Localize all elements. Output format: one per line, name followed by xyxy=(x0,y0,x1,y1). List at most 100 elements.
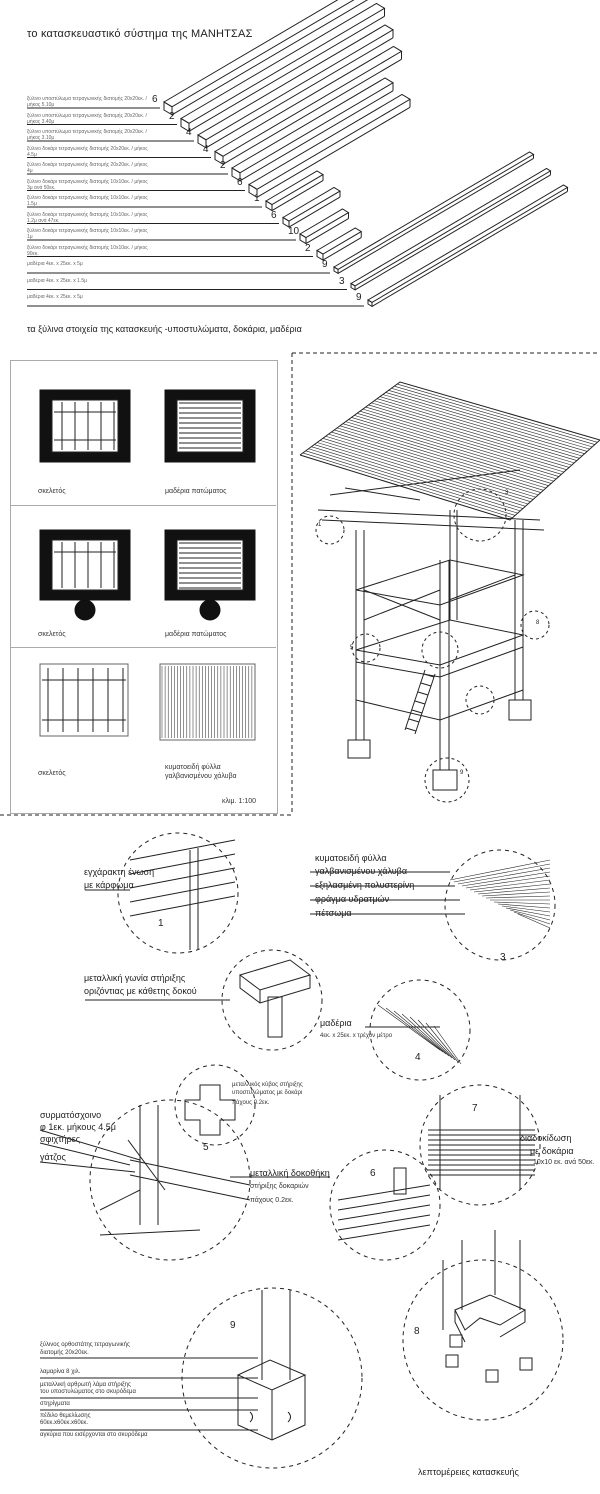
member-qty: 2 xyxy=(169,110,175,122)
d9-label-4: μεταλλική αρθρωτή λάμα στήριξης xyxy=(40,1382,131,1388)
timber-piece xyxy=(333,151,535,275)
timber-piece xyxy=(350,167,552,291)
d5-clamp: σφιχτήρες xyxy=(40,1134,81,1144)
d6-label-3: πάχους 0.2εκ. xyxy=(250,1197,294,1204)
member-qty: 4 xyxy=(203,143,209,155)
member-qty: 9 xyxy=(356,292,362,303)
d5-wire-1: συρματόσχοινο xyxy=(40,1110,102,1120)
axonometric-drawing xyxy=(0,352,600,816)
d5-wire-2: φ 1εκ. μήκους 4.5μ xyxy=(40,1122,116,1132)
member-qty: 2 xyxy=(220,160,226,171)
d9-label-7: πέδιλο θεμελίωσης xyxy=(40,1413,91,1419)
d5-label-1: μεταλλικός κύβος στήριξης xyxy=(232,1082,303,1088)
member-desc: ξύλινο δοκάρι τετραγωνικής διατομής 10x1… xyxy=(27,195,148,207)
member-desc: ξύλινο δοκάρι τετραγωνικής διατομής 10x1… xyxy=(27,244,148,257)
timber-piece xyxy=(231,77,394,182)
member-desc: ξύλινο υποστύλωμα τετραγωνικής διατομής … xyxy=(27,112,147,125)
member-desc: ξύλινο υποστύλωμα τετραγωνικής διατομής … xyxy=(27,96,147,108)
plan-label-sheets-2: γαλβανισμένου χάλυβα xyxy=(165,773,237,780)
timber-piece xyxy=(163,0,369,116)
member-desc: μαδέρια 4εκ. x 25εκ. x 5μ xyxy=(27,261,83,267)
member-desc: ξύλινο υποστύλωμα τετραγωνικής διατομής … xyxy=(27,129,147,141)
d9-label-1: ξύλινος ορθοστάτης τετραγωνικής xyxy=(40,1342,130,1348)
d6-label-2: στήριξης δοκαριών xyxy=(250,1183,309,1190)
member-desc: ξύλινο δοκάρι τετραγωνικής διατομής 10x1… xyxy=(27,228,148,240)
plan-scale: κλιμ. 1:100 xyxy=(222,798,256,805)
d9-label-8: 60εκ.x60εκ.x60εκ. xyxy=(40,1420,89,1426)
d5-label-3: πάχους 0.2εκ. xyxy=(232,1100,270,1106)
timber-piece xyxy=(367,184,569,308)
d5-hook: γάτζος xyxy=(40,1152,66,1162)
plan-label-skeleton-2: σκελετός xyxy=(38,631,66,638)
d3-label-5: πέτσωμα xyxy=(315,908,352,918)
timber-piece xyxy=(214,45,403,166)
timber-piece xyxy=(197,24,394,149)
member-qty: 6 xyxy=(237,176,243,188)
timber-piece xyxy=(299,208,350,245)
timber-piece xyxy=(265,170,324,212)
members-caption: τα ξύλινα στοιχεία της κατασκευής -υποστ… xyxy=(27,324,302,334)
member-desc: ξύλινο δοκάρι τετραγωνικής διατομής 10x1… xyxy=(27,211,148,224)
d2-label-1: μεταλλική γωνία στήριξης xyxy=(84,973,186,983)
member-qty: 3 xyxy=(339,275,345,287)
plans-divider-1 xyxy=(10,505,276,506)
d1-number: 1 xyxy=(158,918,164,929)
d6-number: 6 xyxy=(370,1168,376,1179)
axo-label-8: 8 xyxy=(536,620,540,626)
page-title: το κατασκευαστικό σύστημα της ΜΑΝΗΤΣΑΣ xyxy=(27,28,253,40)
member-qty: 9 xyxy=(322,259,328,270)
plan-label-sheets-1: κυματοειδή φύλλα xyxy=(165,764,221,771)
plans-panel xyxy=(10,360,278,814)
member-desc: ξύλινο δοκάρι τετραγωνικής διατομής 10x1… xyxy=(27,178,148,191)
d1-label-2: με κάρφωμα xyxy=(84,880,134,890)
member-qty: 10 xyxy=(288,226,300,237)
d5-number: 5 xyxy=(203,1142,209,1153)
timber-piece xyxy=(180,2,386,133)
axo-label-3: 3 xyxy=(505,490,509,496)
timber-piece xyxy=(248,93,411,199)
d9-label-5: του υποστυλώματος στο σκυρόδεμα xyxy=(40,1389,136,1395)
member-qty: 6 xyxy=(152,94,158,105)
timber-piece xyxy=(282,186,341,228)
d9-label-6: στηρίγματα xyxy=(40,1401,70,1407)
d4-label-1: μαδέρια xyxy=(320,1018,352,1028)
d4-number: 4 xyxy=(415,1052,421,1063)
d9-number: 9 xyxy=(230,1320,236,1331)
d1-label-1: εγχάρακτη ένωση xyxy=(84,867,155,877)
d3-number: 3 xyxy=(500,952,506,963)
axo-label-1: 1 xyxy=(318,522,322,528)
d5-label-2: υποστυλώματος με δοκάρι xyxy=(232,1090,303,1096)
timber-members-drawing xyxy=(27,0,569,308)
member-qty: 1 xyxy=(254,193,260,204)
plan-label-floor-1: μαδέρια πατώματος xyxy=(165,488,227,495)
plan-label-skeleton-3: σκελετός xyxy=(38,770,66,777)
d7-label-3: 10x10 εκ. ανά 50εκ. xyxy=(533,1159,595,1166)
d9-label-9: αγκύρια που εισέρχονται στο σκυρόδεμα xyxy=(40,1432,148,1438)
d7-number: 7 xyxy=(472,1103,478,1114)
d3-label-1: κυματοειδή φύλλα xyxy=(315,853,387,863)
d3-label-2: γαλβανισμένου χάλυβα xyxy=(315,866,408,876)
axo-label-9: 9 xyxy=(460,770,464,776)
axo-label-5: 5 xyxy=(350,645,354,651)
d8-number: 8 xyxy=(414,1326,420,1337)
member-qty: 4 xyxy=(186,127,192,138)
d2-label-2: οριζόντιας με κάθετης δοκού xyxy=(84,986,197,996)
plan-label-skeleton-1: σκελετός xyxy=(38,488,66,495)
timber-piece xyxy=(316,227,363,261)
d6-label-1: μεταλλική δοκοθήκη xyxy=(250,1168,330,1178)
details-footer: λεπτομέρειες κατασκευής xyxy=(418,1467,519,1477)
member-desc: μαδέρια 4εκ. x 25εκ. x 5μ xyxy=(27,294,83,300)
d7-label-1: διαδοκίδωση xyxy=(520,1133,572,1143)
d3-label-4: φράγμα υδρατμών xyxy=(315,894,390,904)
member-qty: 2 xyxy=(305,242,311,254)
d9-label-2: διατομής 20x20εκ. xyxy=(40,1350,89,1356)
d3-label-3: εξηλασμένη πολυστερίνη xyxy=(315,880,415,890)
d4-label-2: 4εκ. x 25εκ. x τρέχον μέτρο xyxy=(320,1033,393,1039)
plans-divider-2 xyxy=(10,647,276,648)
plan-label-floor-2: μαδέρια πατώματος xyxy=(165,631,227,638)
member-desc: ξύλινο δοκάρι τετραγωνικής διατομής 20x2… xyxy=(27,145,148,158)
plans-drawing xyxy=(39,389,256,741)
member-desc: μαδέρια 4εκ. x 25εκ. x 1.5μ xyxy=(27,277,87,284)
d9-label-3: λαμαρίνα 8 χιλ. xyxy=(40,1369,81,1375)
